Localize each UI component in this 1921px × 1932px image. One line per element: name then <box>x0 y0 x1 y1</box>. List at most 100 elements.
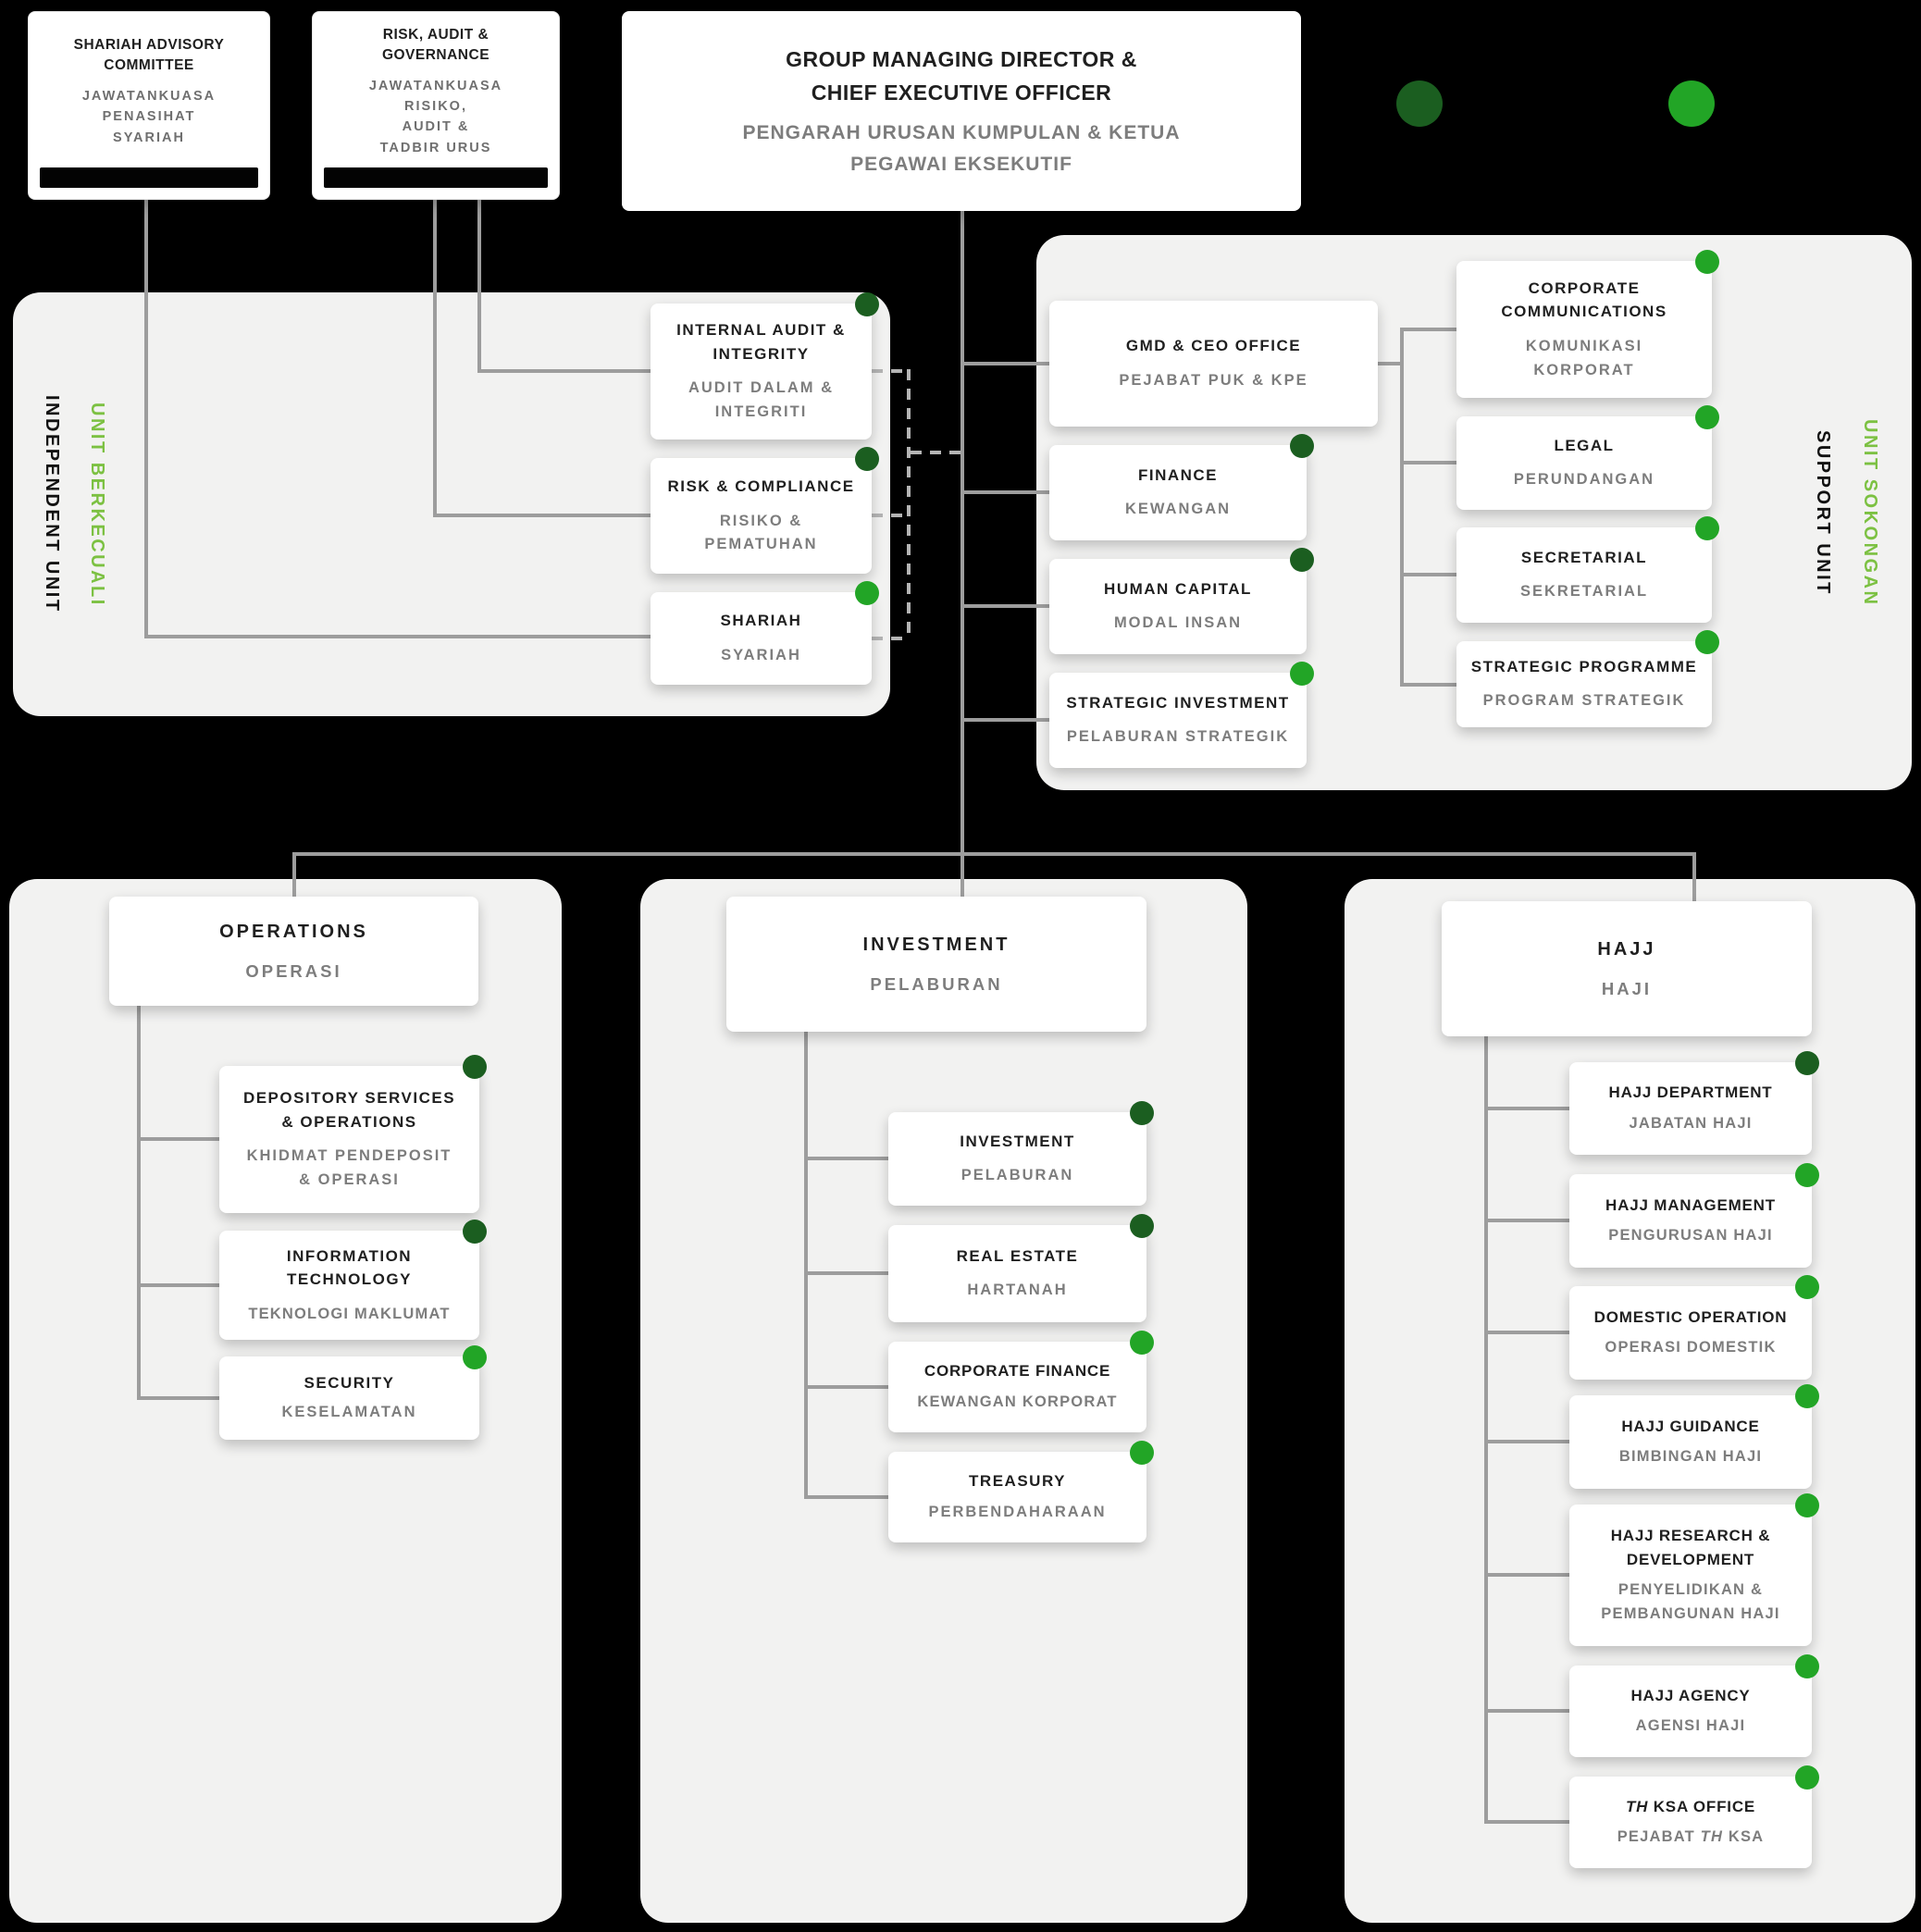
independent-unit-label-en: INDEPENDENT UNIT <box>42 395 62 613</box>
connector-branch-treasury <box>804 1495 888 1499</box>
connector-branch-domestic-operation <box>1484 1331 1569 1334</box>
support-unit-label-en: SUPPORT UNIT <box>1813 429 1833 596</box>
investment-header-box: INVESTMENT PELABURAN <box>726 897 1146 1032</box>
connector-branch-gmd-office <box>964 362 1049 365</box>
investment-child-box: INVESTMENT PELABURAN <box>888 1101 1154 1206</box>
box-subtitle: JAWATANKUASA PENASIHAT SYARIAH <box>81 88 217 145</box>
status-dot <box>1795 1051 1819 1075</box>
support-unit-label-ms: UNIT SOKONGAN <box>1860 418 1880 607</box>
box-title: DOMESTIC OPERATION <box>1593 1307 1788 1326</box>
box-subtitle: KEWANGAN <box>1124 501 1232 518</box>
status-dot <box>855 581 879 605</box>
box-title: CORPORATE FINANCE <box>923 1362 1111 1381</box>
th-ksa-office-box: TH KSA OFFICE PEJABAT TH KSA <box>1569 1765 1819 1868</box>
connector-divisions-horizontal <box>292 852 1696 856</box>
secretarial-box: SECRETARIAL SEKRETARIAL <box>1456 516 1719 623</box>
box-subtitle: JAWATANKUASA RISIKO, AUDIT & TADBIR URUS <box>368 78 503 155</box>
connector-rag-down-2 <box>477 200 481 373</box>
connector-rightcol-trunk <box>1400 328 1404 687</box>
status-dot <box>1290 662 1314 686</box>
box-title: SECRETARIAL <box>1520 548 1648 566</box>
box-subtitle: KOMUNIKASI KORPORAT <box>1525 337 1643 378</box>
gmd-ceo-office-box: GMD & CEO OFFICE PEJABAT PUK & KPE <box>1049 301 1378 427</box>
division-subtitle: OPERASI <box>245 960 342 981</box>
legend-dot-bright-green <box>1668 80 1715 127</box>
hajj-agency-box: HAJJ AGENCY AGENSI HAJI <box>1569 1654 1819 1757</box>
connector-drop-operations <box>292 852 296 898</box>
box-subtitle: PEJABAT TH KSA <box>1617 1828 1765 1846</box>
information-technology-box: INFORMATION TECHNOLOGY TEKNOLOGI MAKLUMA… <box>219 1220 487 1340</box>
hajj-management-box: HAJJ MANAGEMENT PENGURUSAN HAJI <box>1569 1163 1819 1268</box>
box-subtitle: PEJABAT PUK & KPE <box>1119 371 1308 389</box>
box-title: GROUP MANAGING DIRECTOR & CHIEF EXECUTIV… <box>786 46 1137 105</box>
box-title: RISK & COMPLIANCE <box>667 477 855 496</box>
box-title: INVESTMENT <box>960 1132 1075 1150</box>
division-title: OPERATIONS <box>219 921 368 942</box>
connector-branch-corp-comms <box>1400 328 1456 331</box>
connector-branch-hajj-guidance <box>1484 1440 1569 1443</box>
redacted-name-bar <box>40 167 258 188</box>
status-dot <box>1130 1214 1154 1238</box>
connector-sac-down <box>144 200 148 638</box>
connector-branch-security <box>137 1396 219 1400</box>
status-dot <box>1695 405 1719 429</box>
status-dot <box>1290 548 1314 572</box>
connector-rag-to-internal-audit <box>477 369 651 373</box>
status-dot <box>1795 1163 1819 1187</box>
box-subtitle: PENGARAH URUSAN KUMPULAN & KETUA PEGAWAI… <box>742 122 1181 175</box>
connector-branch-th-ksa <box>1484 1820 1569 1824</box>
domestic-operation-box: DOMESTIC OPERATION OPERASI DOMESTIK <box>1569 1275 1819 1380</box>
corporate-finance-box: CORPORATE FINANCE KEWANGAN KORPORAT <box>888 1331 1154 1432</box>
risk-compliance-box: RISK & COMPLIANCE RISIKO & PEMATUHAN <box>651 447 879 574</box>
box-title: DEPOSITORY SERVICES & OPERATIONS <box>242 1089 456 1131</box>
connector-operations-trunk <box>137 1006 141 1400</box>
connector-branch-human-capital <box>964 604 1049 608</box>
connector-rag-to-risk-compliance <box>433 514 651 517</box>
status-dot <box>463 1345 487 1369</box>
dashed-internal-audit <box>872 369 911 373</box>
strategic-programme-box: STRATEGIC PROGRAMME PROGRAM STRATEGIK <box>1456 630 1719 727</box>
status-dot <box>1130 1441 1154 1465</box>
connector-investment-trunk <box>804 1032 808 1499</box>
box-subtitle: MODAL INSAN <box>1113 614 1243 632</box>
connector-branch-investment-child <box>804 1157 888 1160</box>
box-title: HAJJ AGENCY <box>1630 1686 1751 1704</box>
independent-unit-labels: INDEPENDENT UNIT UNIT BERKECUALI <box>41 292 107 716</box>
box-subtitle: AGENSI HAJI <box>1635 1717 1746 1735</box>
status-dot <box>1695 516 1719 540</box>
connector-hajj-trunk <box>1484 1036 1488 1824</box>
status-dot <box>1795 1765 1819 1790</box>
connector-rag-down-1 <box>433 200 437 517</box>
box-subtitle: KHIDMAT PENDEPOSIT & OPERASI <box>246 1147 452 1188</box>
connector-branch-hajj-agency <box>1484 1709 1569 1713</box>
connector-branch-hajj-department <box>1484 1107 1569 1110</box>
connector-branch-legal <box>1400 461 1456 464</box>
box-title: LEGAL <box>1554 436 1615 454</box>
shariah-advisory-committee-box: SHARIAH ADVISORY COMMITTEE JAWATANKUASA … <box>28 11 270 200</box>
connector-branch-real-estate <box>804 1271 888 1275</box>
status-dot <box>1795 1654 1819 1678</box>
connector-branch-secretarial <box>1400 573 1456 576</box>
internal-audit-integrity-box: INTERNAL AUDIT & INTEGRITY AUDIT DALAM &… <box>651 292 879 440</box>
dashed-vertical-trunk <box>907 369 911 640</box>
box-title: STRATEGIC INVESTMENT <box>1066 693 1290 712</box>
legend-dot-dark-green <box>1396 80 1443 127</box>
gmd-ceo-box: GROUP MANAGING DIRECTOR & CHIEF EXECUTIV… <box>622 11 1301 211</box>
strategic-investment-box: STRATEGIC INVESTMENT PELABURAN STRATEGIK <box>1049 662 1314 768</box>
connector-branch-strategic-programme <box>1400 683 1456 687</box>
division-title: HAJJ <box>1597 938 1656 960</box>
box-title: CORPORATE COMMUNICATIONS <box>1501 279 1667 321</box>
connector-branch-hajj-research <box>1484 1573 1569 1577</box>
risk-audit-governance-box: RISK, AUDIT & GOVERNANCE JAWATANKUASA RI… <box>312 11 560 200</box>
status-dot <box>1290 434 1314 458</box>
box-title: HAJJ RESEARCH & DEVELOPMENT <box>1610 1527 1771 1568</box>
connector-branch-strategic-investment <box>964 718 1049 722</box>
human-capital-box: HUMAN CAPITAL MODAL INSAN <box>1049 548 1314 654</box>
box-title: SECURITY <box>304 1374 395 1393</box>
box-title: STRATEGIC PROGRAMME <box>1470 657 1698 675</box>
box-title: HAJJ GUIDANCE <box>1621 1417 1760 1435</box>
box-title: RISK, AUDIT & GOVERNANCE <box>381 26 490 64</box>
box-subtitle: PENGURUSAN HAJI <box>1608 1227 1773 1245</box>
box-title: HUMAN CAPITAL <box>1104 579 1252 598</box>
